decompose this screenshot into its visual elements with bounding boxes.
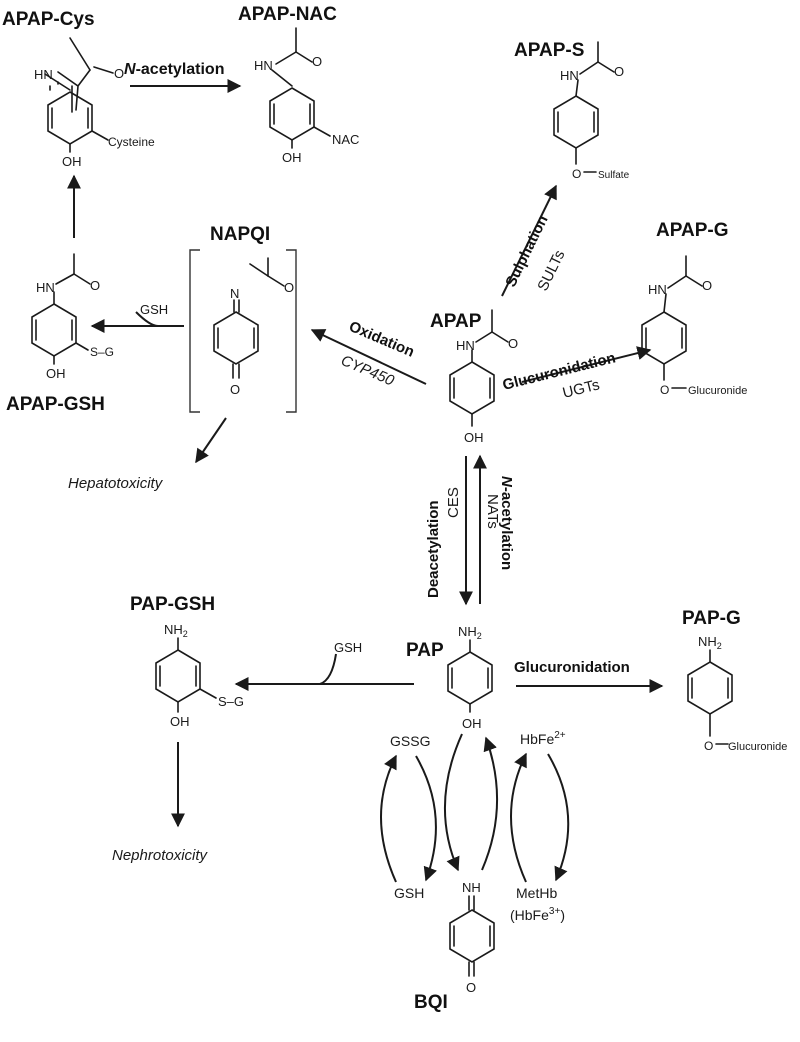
bqi-to-pap-arrow [481,736,498,871]
pap-structure: NH2 OH [447,624,493,731]
sulfate-label: Sulfate [598,170,630,181]
apap-g-title: APAP-G [656,220,728,241]
pap-glucuronidation-label: Glucuronidation [514,659,630,676]
hn-atom: HN [456,338,475,353]
gssg-label: GSSG [390,733,430,749]
o-atom: O [466,980,476,995]
n-atom: N [230,286,239,301]
hbfe2-to-methb-arrow [547,753,570,882]
hbfe3-label: (HbFe3+) [510,906,565,923]
s-g-label: S–G [218,694,244,709]
nac-label: NAC [332,132,359,147]
hn-atom: HN [560,68,579,83]
apap-nac-structure: HN O OH NAC [254,27,359,165]
glucuronide-label: Glucuronide [688,385,747,397]
pap-gsh-title: PAP-GSH [130,594,215,615]
nh2-atom: NH2 [698,634,722,651]
apap-s-structure: HN O O Sulfate [553,41,630,181]
apap-title: APAP [430,311,482,332]
o-atom: O [572,167,581,181]
apap-s-title: APAP-S [514,40,584,61]
hn-atom: HN [36,280,55,295]
n-acetylation-mid-label: N-acetylation [498,476,515,570]
oh-atom: OH [462,716,482,731]
nh2-atom: NH2 [458,624,482,641]
n-acetylation-label: N-acetylation [124,61,224,78]
o-atom: O [230,382,240,397]
ugts-label: UGTs [561,376,601,402]
gsh-curve-pap [319,653,337,685]
nats-label: NATs [484,494,501,529]
oxidation-label: Oxidation [346,318,416,361]
oxidation-arrow [310,329,427,385]
hn-atom: HN [254,58,273,73]
nephrotoxicity-label: Nephrotoxicity [112,847,209,864]
gsh-label: GSH [140,302,168,317]
gsh-pap-label: GSH [334,640,362,655]
ces-label: CES [445,487,462,518]
apap-g-structure: HN O O Glucuronide [641,255,747,397]
hn-atom: HN [34,67,53,82]
pap-gsh-structure: NH2 OH S–G [155,622,244,729]
sults-label: SULTs [534,248,568,294]
o-atom: O [702,278,712,293]
pap-to-bqi-arrow [443,733,463,872]
apap-gsh-title: APAP-GSH [6,394,105,415]
o-atom: O [284,280,294,295]
deacetylation-label: Deacetylation [425,500,442,598]
napqi-structure: N O O [189,249,297,413]
apap-structure: HN O OH [449,309,518,445]
gsh-to-gssg-arrow [380,754,397,883]
hbfe2-label: HbFe2+ [520,730,566,747]
o-atom: O [312,54,322,69]
oh-atom: OH [46,366,66,381]
cyp450-label: CYP450 [338,352,397,390]
apap-cys-structure: HN O OH Cysteine [34,37,155,169]
oh-atom: OH [282,150,302,165]
hn-atom: HN [648,282,667,297]
oh-atom: OH [62,154,82,169]
pap-title: PAP [406,640,444,661]
oh-atom: OH [464,430,484,445]
glucuronidation-arrow [521,346,652,383]
o-atom: O [660,383,669,397]
bqi-structure: NH O [449,880,495,995]
methb-label: MetHb [516,885,557,901]
methb-to-hbfe2-arrow [510,752,527,883]
oh-atom: OH [170,714,190,729]
gssg-to-gsh-arrow [415,755,437,882]
gsh-cycle-label: GSH [394,885,424,901]
o-atom: O [508,336,518,351]
gsh-curve [135,311,159,327]
o-atom: O [614,64,624,79]
sulphation-arrow [501,184,557,297]
bqi-title: BQI [414,992,448,1013]
nh-atom: NH [462,880,481,895]
o-atom: O [704,739,713,753]
hepatotoxicity-label: Hepatotoxicity [68,475,164,492]
apap-cys-title: APAP-Cys [2,9,95,30]
nh2-atom: NH2 [164,622,188,639]
apap-nac-title: APAP-NAC [238,4,337,25]
pap-g-title: PAP-G [682,608,741,629]
o-atom: O [114,66,124,81]
pap-g-structure: NH2 O Glucuronide [687,634,787,753]
glucuronide-label: Glucuronide [728,741,787,753]
cysteine-label: Cysteine [108,135,155,149]
o-atom: O [90,278,100,293]
apap-gsh-structure: HN O OH S–G [31,253,114,381]
napqi-title: NAPQI [210,224,270,245]
hepatotoxicity-arrow [195,417,227,464]
s-g-label: S–G [90,345,114,359]
